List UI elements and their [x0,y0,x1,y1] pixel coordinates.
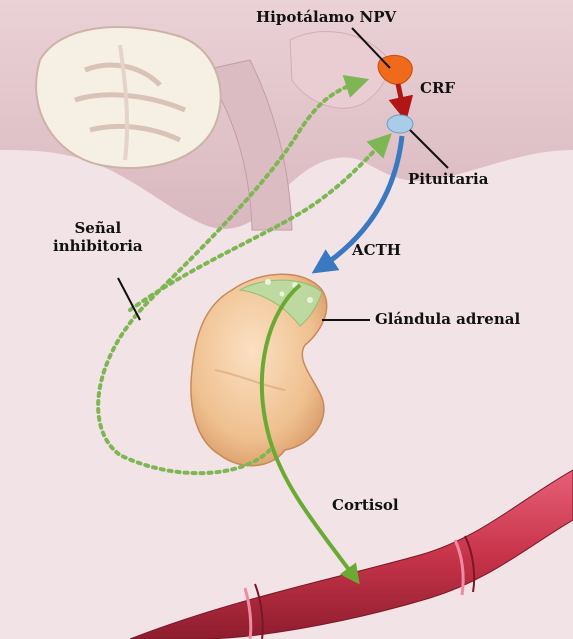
label-inhibitory-signal: Señal inhibitoria [53,219,143,255]
label-inhibitory-line2: inhibitoria [53,237,143,255]
label-crf: CRF [420,79,455,97]
label-pituitary: Pituitaria [408,170,488,188]
label-inhibitory-line1: Señal [53,219,143,237]
label-hypothalamus: Hipotálamo NPV [256,8,396,26]
cerebellum [36,27,221,168]
label-adrenal-gland: Glándula adrenal [375,310,520,328]
label-acth: ACTH [352,241,401,259]
pituitary-shape [387,115,413,133]
label-cortisol: Cortisol [332,496,399,514]
